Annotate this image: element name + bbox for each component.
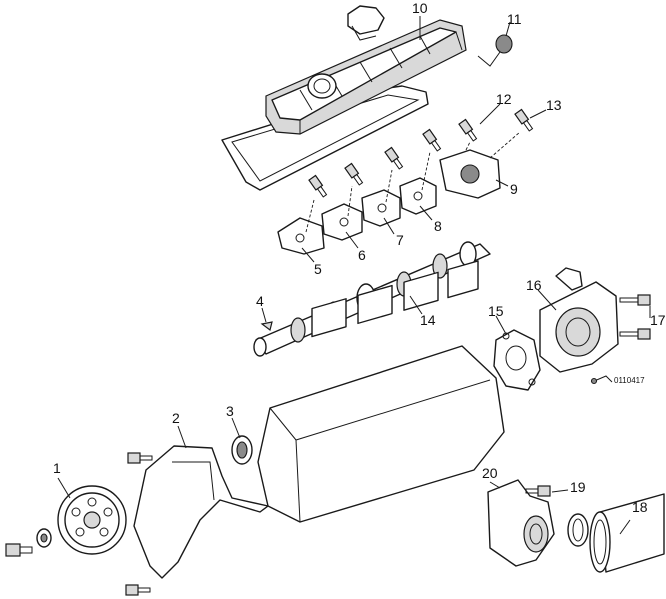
gear-bolt xyxy=(5,543,33,557)
callout-11: 11 xyxy=(507,11,522,27)
gear-washer xyxy=(36,528,52,548)
callout-19: 19 xyxy=(570,479,586,495)
callout-2: 2 xyxy=(172,410,180,426)
leader-lines xyxy=(57,16,651,535)
water-outlet xyxy=(487,479,555,567)
oil-filler-cap xyxy=(347,5,385,41)
head-ports xyxy=(311,260,479,338)
callout-4: 4 xyxy=(256,293,264,309)
timing-belt-cover xyxy=(133,445,269,579)
callout-14: 14 xyxy=(420,312,436,328)
callout-18: 18 xyxy=(632,499,648,515)
callout-20: 20 xyxy=(482,465,498,481)
callout-13: 13 xyxy=(546,97,562,113)
reference-code-text: 0110417 xyxy=(614,376,645,385)
callout-9: 9 xyxy=(510,181,518,197)
woodruff-key xyxy=(260,321,273,332)
outlet-bolt xyxy=(525,485,551,497)
callout-10: 10 xyxy=(412,0,428,16)
callout-16: 16 xyxy=(526,277,542,293)
breather-plug xyxy=(477,34,513,67)
cover-bolts xyxy=(125,452,153,596)
reference-code: 0110417 xyxy=(590,375,645,385)
callout-1: 1 xyxy=(53,460,61,476)
pump-bolts xyxy=(619,294,651,340)
camshaft-seal xyxy=(231,435,253,465)
bearing-caps xyxy=(277,131,521,255)
callout-17: 17 xyxy=(650,312,666,328)
callout-8: 8 xyxy=(434,218,442,234)
cylinder-head xyxy=(257,260,505,523)
callout-3: 3 xyxy=(226,403,234,419)
callout-labels: 1 2 3 4 5 6 7 8 9 10 11 12 13 14 15 16 1… xyxy=(53,0,666,515)
pump-gasket xyxy=(493,329,541,391)
valve-cover xyxy=(265,19,467,135)
vacuum-pump xyxy=(539,267,619,373)
coolant-hose xyxy=(589,493,665,573)
bolts-upper xyxy=(308,108,534,198)
callout-15: 15 xyxy=(488,303,504,319)
hose-clamp xyxy=(567,513,589,547)
camshaft-gear xyxy=(57,485,127,555)
callout-5: 5 xyxy=(314,261,322,277)
callout-6: 6 xyxy=(358,247,366,263)
callout-7: 7 xyxy=(396,232,404,248)
callout-12: 12 xyxy=(496,91,512,107)
